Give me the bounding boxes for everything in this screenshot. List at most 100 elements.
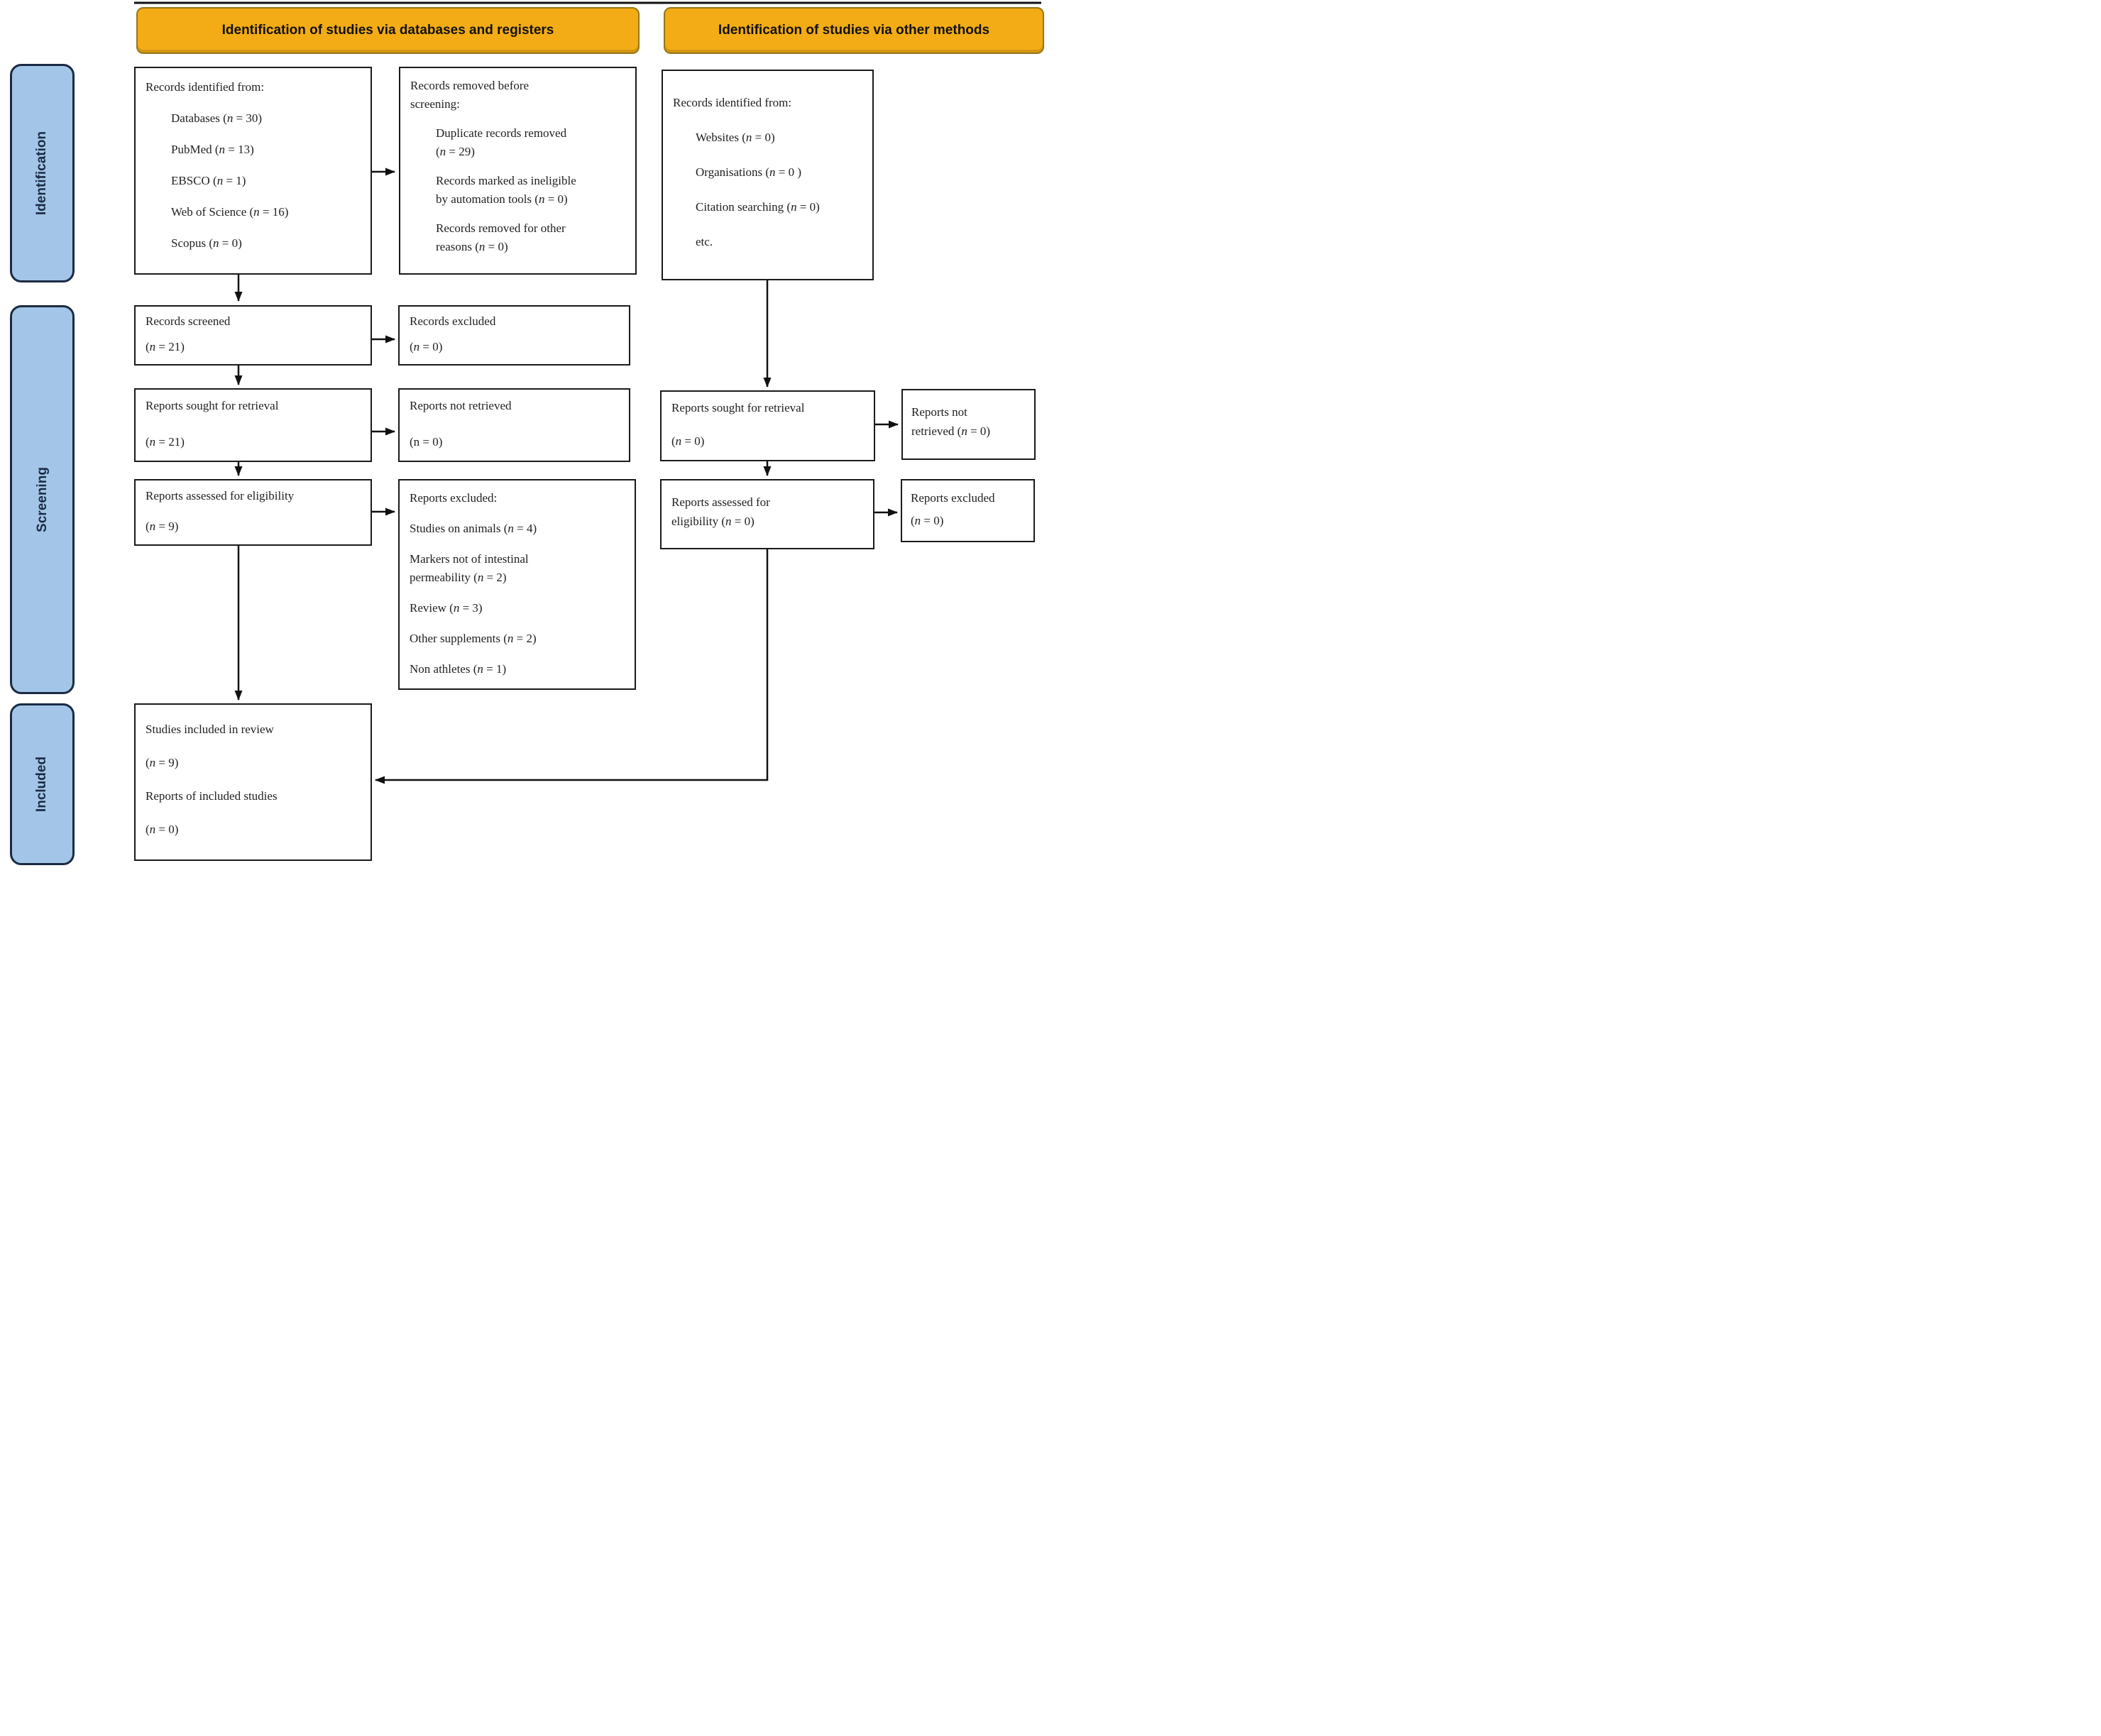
text-line: Reports not retrieved — [410, 398, 619, 414]
text-line: Web of Science (n = 16) — [146, 204, 361, 221]
text-line: Websites (n = 0) — [673, 130, 862, 146]
text-line: Records screened — [146, 314, 361, 330]
text-segment: = 0) — [752, 130, 775, 144]
text-segment: = 30) — [233, 111, 263, 125]
n-variable: n — [226, 111, 234, 125]
text-segment: Reports excluded: — [410, 491, 498, 505]
n-variable: n — [219, 142, 226, 156]
text-line: Reports sought for retrieval — [146, 398, 361, 414]
text-segment: Reports not retrieved — [410, 399, 512, 412]
text-line: Non athletes (n = 1) — [410, 661, 625, 678]
text-segment: PubMed ( — [171, 142, 219, 156]
text-line: Organisations (n = 0 ) — [673, 165, 862, 181]
text-line: Reports of included studies — [146, 789, 361, 805]
text-line: Reports excluded: — [410, 490, 625, 507]
text-segment: = 21) — [155, 435, 185, 449]
text-line: Reports assessed for — [671, 495, 863, 511]
text-line: (n = 9) — [146, 519, 361, 535]
text-segment: = 29) — [446, 144, 475, 158]
text-segment: Records marked as ineligible — [436, 173, 576, 187]
n-variable: n — [149, 822, 156, 836]
text-line: Scopus (n = 0) — [146, 236, 361, 252]
n-variable: n — [149, 435, 156, 449]
text-line: EBSCO (n = 1) — [146, 173, 361, 189]
text-segment: ( — [146, 755, 150, 769]
text-segment: Records excluded — [410, 314, 496, 328]
text-line: Databases (n = 30) — [146, 111, 361, 127]
text-segment: = 0) — [967, 424, 991, 438]
text-segment: retrieved ( — [911, 424, 962, 438]
text-line: (n = 0) — [410, 434, 619, 451]
stage-screening-label: Screening — [34, 467, 50, 532]
text-segment: ( — [410, 340, 414, 354]
box-reports-sought-retrieval-other: Reports sought for retrieval(n = 0) — [660, 390, 875, 461]
text-segment: by automation tools ( — [436, 192, 539, 206]
stage-screening: Screening — [10, 305, 75, 694]
text-segment: = 0) — [681, 434, 705, 449]
n-variable: n — [508, 521, 514, 535]
text-segment: Duplicate records removed — [436, 126, 567, 140]
box-records-identified-databases: Records identified from:Databases (n = 3… — [134, 67, 372, 275]
n-variable: n — [538, 192, 545, 206]
text-line: Reports excluded — [911, 490, 1025, 507]
box-records-excluded: Records excluded (n = 0) — [398, 305, 630, 366]
text-segment: Records removed for other — [436, 221, 566, 235]
text-segment: = 21) — [155, 340, 185, 354]
text-segment: = 0) — [485, 239, 508, 253]
text-segment: Reports assessed for — [671, 495, 770, 509]
n-variable: n — [914, 513, 921, 527]
text-segment: ( — [146, 822, 150, 836]
text-segment: Records identified from: — [673, 96, 792, 109]
text-segment: ( — [146, 435, 150, 449]
prisma-flow-diagram: Identification of studies via databases … — [0, 0, 1050, 868]
text-line: retrieved (n = 0) — [911, 424, 1026, 440]
text-line: (n = 29) — [410, 144, 625, 160]
text-line: (n = 0) — [410, 339, 619, 356]
n-variable: n — [725, 514, 732, 528]
box-reports-not-retrieved-databases: Reports not retrieved (n = 0) — [398, 388, 630, 462]
text-line: Citation searching (n = 0) — [673, 199, 862, 216]
text-line: etc. — [673, 234, 862, 251]
text-line: Records removed before — [410, 78, 625, 94]
n-variable: n — [791, 199, 797, 214]
text-segment: Reports assessed for eligibility — [146, 489, 295, 502]
text-segment: Organisations ( — [696, 165, 770, 179]
text-line: screening: — [410, 97, 625, 113]
n-variable: n — [745, 130, 752, 144]
text-segment: screening: — [410, 97, 460, 111]
box-reports-not-retrieved-other: Reports not retrieved (n = 0) — [901, 389, 1036, 460]
text-segment: = 0) — [419, 340, 443, 354]
text-segment: = 16) — [259, 204, 289, 219]
text-line: Duplicate records removed — [410, 126, 625, 142]
text-segment: Records removed before — [410, 79, 530, 92]
text-segment: Records screened — [146, 314, 231, 328]
text-segment: Reports excluded — [911, 491, 995, 505]
n-variable: n — [149, 340, 156, 354]
text-segment: = 0) — [544, 192, 568, 206]
text-segment: Reports of included studies — [146, 789, 278, 803]
text-line: Records identified from: — [673, 95, 862, 111]
n-variable: n — [769, 165, 776, 179]
text-line: (n = 0) — [671, 434, 864, 450]
box-reports-assessed-eligibility-databases: Reports assessed for eligibility (n = 9) — [134, 479, 372, 546]
text-line: (n = 21) — [146, 434, 361, 451]
text-segment: Markers not of intestinal — [410, 551, 529, 566]
text-segment: etc. — [696, 234, 713, 248]
text-segment: Reports not — [911, 405, 967, 419]
text-segment: (n = 0) — [410, 435, 443, 449]
text-line: Reports not — [911, 405, 1026, 421]
n-variable: n — [675, 434, 682, 449]
box-reports-excluded-other: Reports excluded(n = 0) — [901, 479, 1035, 542]
text-line: Records identified from: — [146, 79, 361, 96]
text-segment: ( — [146, 340, 150, 354]
text-line: Records excluded — [410, 314, 619, 330]
text-segment: Websites ( — [696, 130, 746, 144]
n-variable: n — [413, 340, 420, 354]
banner-left-label: Identification of studies via databases … — [221, 23, 554, 38]
text-segment: Databases ( — [171, 111, 227, 125]
text-segment: Non athletes ( — [410, 661, 478, 676]
stage-included-label: Included — [34, 756, 50, 813]
text-segment: = 0) — [731, 514, 755, 528]
text-segment: Studies on animals ( — [410, 521, 508, 535]
text-segment: = 0) — [921, 513, 944, 527]
